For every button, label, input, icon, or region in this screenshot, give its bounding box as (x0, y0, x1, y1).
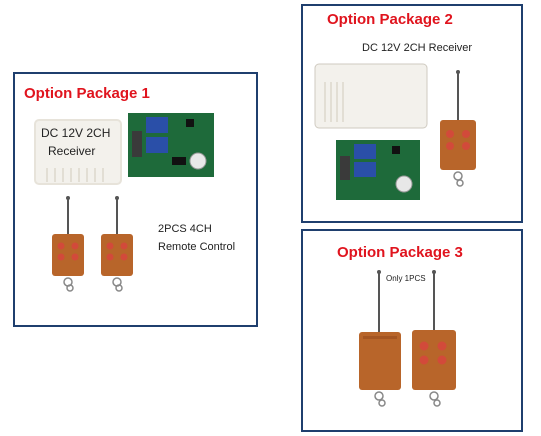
option-package-3-panel (301, 229, 523, 432)
remote-label-line2: Remote Control (158, 241, 236, 253)
remote-control-image (440, 70, 476, 187)
remote-control-image-2 (101, 196, 133, 292)
receiver-label: DC 12V 2CH Receiver (362, 42, 473, 54)
receiver-enclosure-image (314, 63, 428, 129)
option-package-2-title: Option Package 2 (327, 11, 453, 28)
quantity-label: Only 1PCS (386, 274, 426, 283)
receiver-pcb-image (336, 140, 420, 200)
remote-label-line1: 2PCS 4CH (158, 223, 212, 235)
receiver-label-line2: Receiver (48, 144, 96, 158)
remote-control-image (359, 270, 401, 407)
option-package-3-title: Option Package 3 (337, 244, 463, 261)
remote-control-image-1 (52, 196, 84, 292)
remote-control-image (412, 270, 456, 407)
receiver-pcb-image (128, 113, 214, 177)
receiver-enclosure-image (34, 119, 122, 185)
receiver-label-line1: DC 12V 2CH (41, 126, 111, 140)
option-package-1-title: Option Package 1 (24, 85, 150, 102)
